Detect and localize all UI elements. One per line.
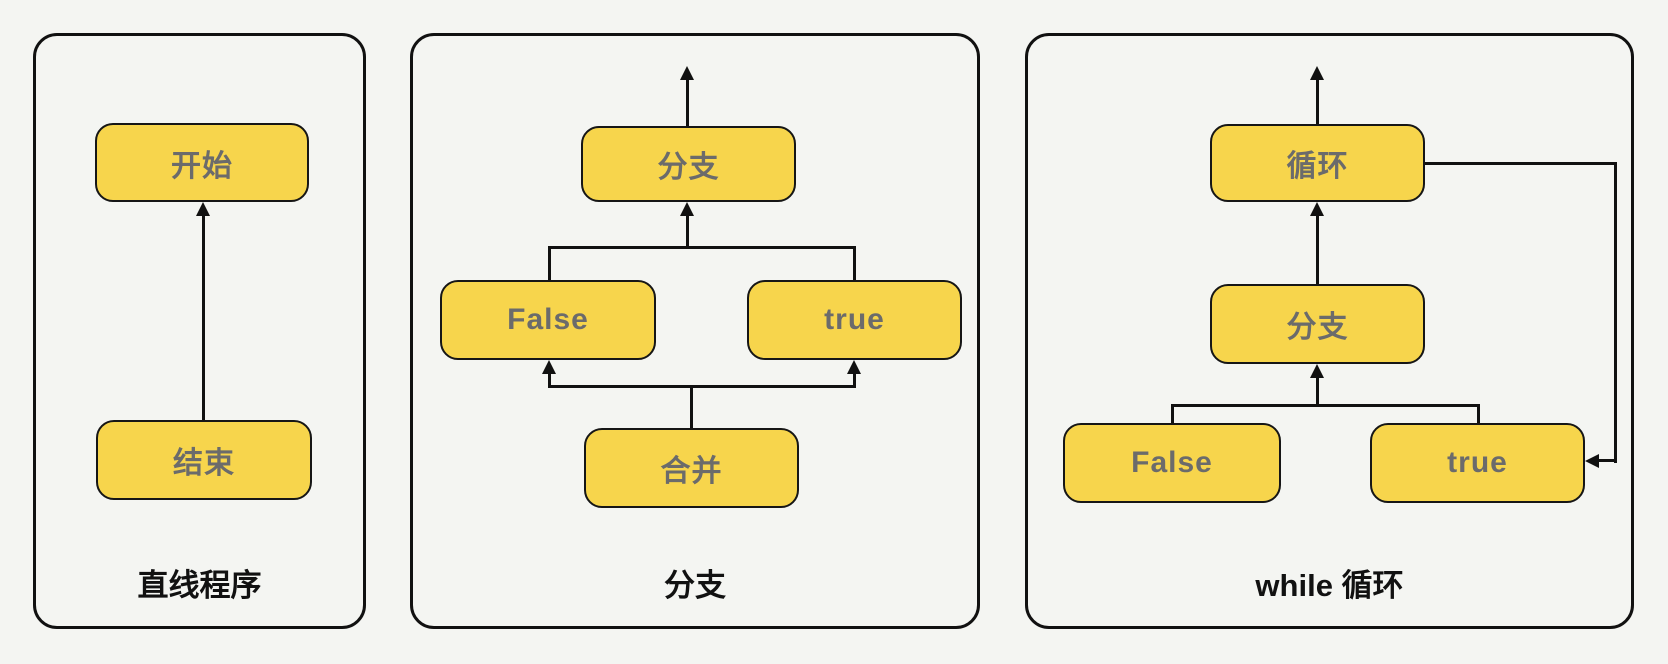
loopback-line	[1599, 459, 1617, 462]
arrowhead-up-icon	[847, 360, 861, 374]
panel-caption: 直线程序	[137, 568, 262, 603]
flow-line-loop-exit	[1315, 80, 1319, 124]
connector-line	[1315, 378, 1319, 404]
connector-line	[852, 374, 856, 385]
node-true-label: true	[824, 303, 885, 336]
node-branch-label: 分支	[1286, 311, 1349, 344]
arrowhead-up-icon	[1310, 364, 1324, 378]
node-false-label: False	[1131, 446, 1213, 479]
node-branch-label: 分支	[657, 151, 720, 184]
loopback-line	[1425, 161, 1617, 165]
panel-while-loop: 循环 分支 False true while 循环	[1025, 33, 1634, 629]
node-end: 结束	[96, 420, 312, 500]
connector-line	[853, 246, 856, 280]
loopback-line	[1614, 161, 1617, 463]
connector-line	[1171, 404, 1174, 423]
node-branch: 分支	[1210, 284, 1425, 364]
arrowhead-up-icon	[680, 66, 694, 80]
node-merge: 合并	[584, 428, 799, 508]
flow-line-branch-to-loop	[1315, 216, 1319, 284]
connector-line	[548, 246, 856, 249]
panel-branch: 分支 False true 合并 分支	[410, 33, 980, 629]
node-end-label: 结束	[173, 447, 235, 480]
node-true: true	[747, 280, 962, 360]
arrowhead-up-icon	[196, 202, 210, 216]
node-start: 开始	[95, 123, 309, 202]
panel-caption: 分支	[664, 568, 726, 603]
connector-line	[548, 246, 551, 280]
node-branch: 分支	[581, 126, 796, 202]
connector-line	[690, 385, 693, 428]
node-start-label: 开始	[171, 149, 233, 183]
panel-caption: while 循环	[1255, 568, 1404, 603]
arrowhead-left-icon	[1585, 453, 1599, 468]
panel-straight-line-program: 开始 结束 直线程序	[33, 33, 366, 629]
connector-line	[547, 374, 551, 385]
node-false-label: False	[507, 303, 589, 336]
connector-line	[685, 216, 689, 246]
connector-line	[548, 385, 856, 388]
node-false: False	[1063, 423, 1281, 503]
arrowhead-up-icon	[542, 360, 556, 374]
connector-line	[1477, 404, 1480, 423]
flow-line-end-to-start	[201, 216, 205, 420]
arrowhead-up-icon	[1310, 202, 1324, 216]
node-false: False	[440, 280, 656, 360]
flow-line-branch-exit	[685, 80, 689, 126]
node-merge-label: 合并	[660, 455, 723, 488]
node-true: true	[1370, 423, 1585, 503]
arrowhead-up-icon	[1310, 66, 1324, 80]
node-true-label: true	[1447, 446, 1508, 479]
arrowhead-up-icon	[680, 202, 694, 216]
connector-line	[1171, 404, 1480, 407]
node-loop: 循环	[1210, 124, 1425, 202]
node-loop-label: 循环	[1286, 150, 1349, 183]
